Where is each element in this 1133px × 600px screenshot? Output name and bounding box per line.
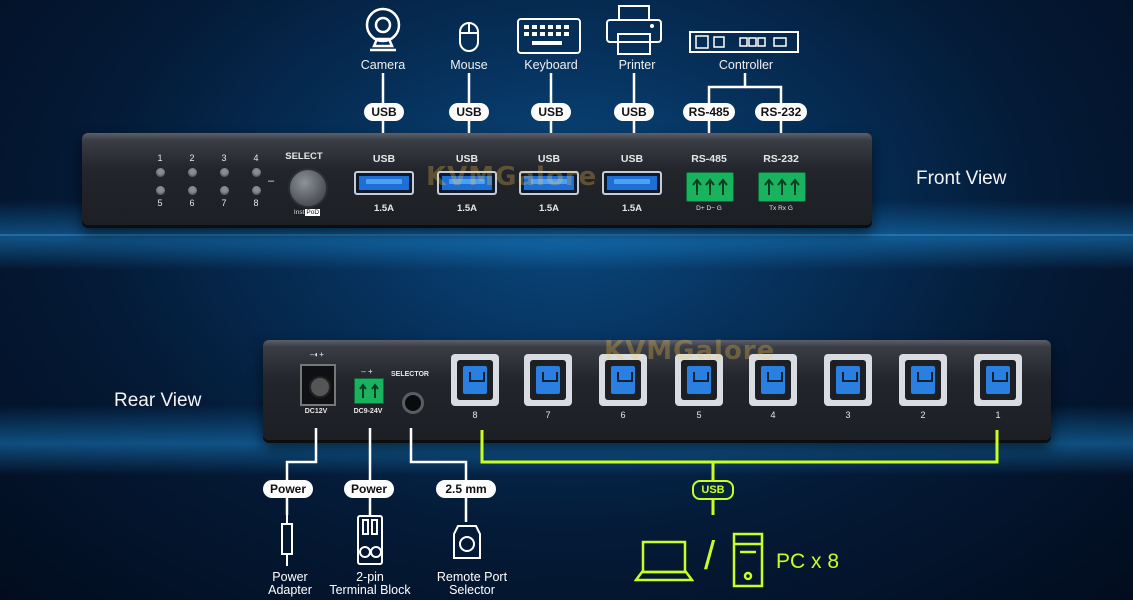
- port-number: 2: [189, 153, 195, 163]
- selector-label: SELECTOR: [391, 371, 429, 378]
- usb-b-port[interactable]: [524, 354, 572, 406]
- port-number: 1: [157, 153, 163, 163]
- usb-b-port[interactable]: [899, 354, 947, 406]
- port-number: 4: [253, 153, 259, 163]
- camera-usb-pill: USB: [364, 103, 404, 121]
- rs485-terminal[interactable]: [686, 172, 734, 202]
- dc-jack[interactable]: [300, 364, 336, 406]
- power-terminal-block[interactable]: [354, 378, 384, 404]
- power-adapter-caption: Power Adapter: [268, 570, 312, 597]
- controller-rs485-pill: RS-485: [683, 103, 735, 121]
- laptop-icon: [634, 540, 694, 582]
- usb-a-port[interactable]: [437, 171, 497, 195]
- pc-port-number: 4: [770, 410, 776, 420]
- rs232-pins: Tx Rx G: [769, 205, 793, 212]
- led: [156, 186, 165, 195]
- usb-port-rating: 1.5A: [456, 203, 478, 214]
- pc-port-number: 2: [920, 410, 926, 420]
- mouse-usb-pill: USB: [449, 103, 489, 121]
- section-divider: [0, 234, 1133, 236]
- terminal-power-pill: Power: [344, 480, 394, 498]
- dash: –: [267, 175, 275, 187]
- usb-b-port[interactable]: [824, 354, 872, 406]
- led: [188, 186, 197, 195]
- dc-symbol: –◐+: [310, 350, 324, 359]
- usb-port-rating: 1.5A: [621, 203, 643, 214]
- rs485-pins: D+ D− G: [696, 205, 722, 212]
- usb-port-label: USB: [455, 153, 479, 165]
- usb-port-label: USB: [537, 153, 561, 165]
- pc-port-number: 5: [696, 410, 702, 420]
- rear-view-title: Rear View: [114, 390, 202, 411]
- selector-jack[interactable]: [402, 392, 424, 414]
- watermark: KVMGalore: [426, 162, 598, 192]
- power-adapter-pill: Power: [263, 480, 313, 498]
- keyboard-icon: [517, 18, 581, 54]
- usb-a-port[interactable]: [602, 171, 662, 195]
- printer-label: Printer: [618, 58, 656, 72]
- terminal-block-caption: 2-pin Terminal Block: [329, 570, 411, 597]
- port-number: 6: [189, 198, 195, 208]
- dc-label: DC12V: [304, 408, 328, 415]
- camera-label: Camera: [360, 58, 406, 72]
- controller-rs232-pill: RS-232: [755, 103, 807, 121]
- rs485-label: RS-485: [691, 153, 727, 165]
- usb-port-rating: 1.5A: [373, 203, 395, 214]
- led: [220, 168, 229, 177]
- pc-count-label: PC x 8: [776, 550, 840, 573]
- usb-port-label: USB: [620, 153, 644, 165]
- terminal-block-icon: [357, 515, 383, 565]
- keyboard-usb-pill: USB: [531, 103, 571, 121]
- pc-port-number: 6: [620, 410, 626, 420]
- usb-a-port[interactable]: [354, 171, 414, 195]
- usb-b-port[interactable]: [451, 354, 499, 406]
- port-number: 8: [253, 198, 259, 208]
- usb-b-port[interactable]: [675, 354, 723, 406]
- selector-size-pill: 2.5 mm: [436, 480, 496, 498]
- terminal-label: DC9-24V: [353, 408, 383, 415]
- mouse-label: Mouse: [450, 58, 488, 72]
- port-number: 3: [221, 153, 227, 163]
- usb-b-port[interactable]: [749, 354, 797, 406]
- led: [188, 168, 197, 177]
- printer-icon: [606, 5, 662, 55]
- led: [156, 168, 165, 177]
- power-plug-icon: [281, 514, 293, 566]
- led: [220, 186, 229, 195]
- port-number: 7: [221, 198, 227, 208]
- mouse-icon: [459, 22, 479, 52]
- led: [252, 186, 261, 195]
- keyboard-label: Keyboard: [524, 58, 578, 72]
- select-button[interactable]: [288, 168, 328, 208]
- usb-port-label: USB: [372, 153, 396, 165]
- rs232-label: RS-232: [763, 153, 799, 165]
- remote-selector-caption: Remote Port Selector: [436, 570, 508, 597]
- controller-label: Controller: [718, 58, 774, 72]
- terminal-polarity: – +: [361, 367, 373, 376]
- port-number: 5: [157, 198, 163, 208]
- usb-b-port[interactable]: [974, 354, 1022, 406]
- usb-port-rating: 1.5A: [538, 203, 560, 214]
- remote-selector-icon: [453, 525, 481, 559]
- controller-icon: [689, 31, 799, 53]
- pc-separator: /: [704, 534, 716, 578]
- pc-port-number: 3: [845, 410, 851, 420]
- pc-port-number: 8: [472, 410, 478, 420]
- front-view-title: Front View: [916, 168, 1007, 189]
- led: [252, 168, 261, 177]
- usb-a-port[interactable]: [519, 171, 579, 195]
- rs232-terminal[interactable]: [758, 172, 806, 202]
- printer-usb-pill: USB: [614, 103, 654, 121]
- select-label: SELECT: [285, 151, 323, 162]
- pc-port-number: 7: [545, 410, 551, 420]
- pc-usb-pill: USB: [692, 480, 734, 500]
- watermark-rear: KVMGalore: [604, 336, 776, 366]
- camera-icon: [365, 7, 401, 52]
- usb-b-port[interactable]: [599, 354, 647, 406]
- pc-port-number: 1: [995, 410, 1001, 420]
- desktop-tower-icon: [732, 532, 764, 588]
